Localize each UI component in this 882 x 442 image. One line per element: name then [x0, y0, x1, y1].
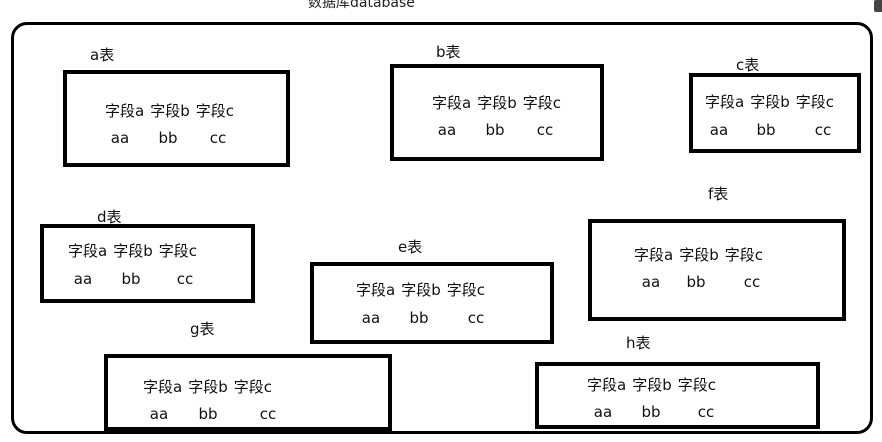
table-e-field-b: 字段b	[401, 281, 441, 299]
table-f-field-b: 字段b	[679, 246, 719, 264]
table-d-field-b: 字段b	[113, 242, 153, 260]
table-b-label: b表	[436, 43, 461, 61]
table-h-value-c: cc	[697, 403, 715, 421]
table-d-label: d表	[97, 208, 122, 226]
table-b-field-c: 字段c	[522, 94, 561, 112]
table-e-value-a: aa	[361, 309, 381, 327]
table-e-label: e表	[398, 238, 423, 256]
table-d-field-a: 字段a	[68, 242, 108, 260]
table-g-field-b: 字段b	[188, 378, 228, 396]
table-a-box: 字段a 字段b 字段c aa bb cc	[63, 70, 290, 167]
table-a-value-b: bb	[158, 129, 178, 147]
table-b-field-a: 字段a	[432, 94, 472, 112]
table-h-value-a: aa	[593, 403, 613, 421]
table-d-field-c: 字段c	[158, 242, 197, 260]
table-g-field-a: 字段a	[143, 378, 183, 396]
table-a-field-c: 字段c	[195, 102, 234, 120]
table-g-box: 字段a 字段b 字段c aa bb cc	[104, 354, 392, 431]
corner-glyph	[874, 0, 882, 12]
table-f-label: f表	[708, 185, 729, 203]
diagram-title: 数据库database	[308, 0, 415, 11]
table-g-field-c: 字段c	[233, 378, 272, 396]
table-f-field-c: 字段c	[724, 246, 763, 264]
table-a-field-a: 字段a	[105, 102, 145, 120]
table-b-value-b: bb	[485, 121, 505, 139]
table-c-label: c表	[736, 56, 760, 74]
table-d-value-a: aa	[73, 270, 93, 288]
table-c-field-a: 字段a	[705, 93, 745, 111]
table-c-value-a: aa	[709, 121, 729, 139]
table-c-value-b: bb	[756, 121, 776, 139]
table-d-box: 字段a 字段b 字段c aa bb cc	[40, 224, 255, 303]
table-a-label: a表	[90, 46, 115, 64]
table-b-value-c: cc	[536, 121, 554, 139]
table-h-field-a: 字段a	[587, 376, 627, 394]
table-a-value-a: aa	[110, 129, 130, 147]
table-d-value-c: cc	[176, 270, 194, 288]
table-h-label: h表	[626, 334, 651, 352]
table-f-box: 字段a 字段b 字段c aa bb cc	[588, 219, 846, 321]
table-g-value-c: cc	[259, 405, 277, 423]
table-e-box: 字段a 字段b 字段c aa bb cc	[310, 262, 554, 344]
table-f-value-b: bb	[686, 273, 706, 291]
table-g-value-b: bb	[198, 405, 218, 423]
table-e-value-b: bb	[409, 309, 429, 327]
table-f-value-c: cc	[743, 273, 761, 291]
table-f-value-a: aa	[641, 273, 661, 291]
table-e-field-c: 字段c	[446, 281, 485, 299]
table-c-box: 字段a 字段b 字段c aa bb cc	[689, 73, 861, 153]
table-g-value-a: aa	[149, 405, 169, 423]
table-h-field-c: 字段c	[677, 376, 716, 394]
table-b-field-b: 字段b	[477, 94, 517, 112]
table-e-value-c: cc	[467, 309, 485, 327]
table-f-field-a: 字段a	[634, 246, 674, 264]
table-d-value-b: bb	[121, 270, 141, 288]
table-a-field-b: 字段b	[150, 102, 190, 120]
table-c-value-c: cc	[814, 121, 832, 139]
table-h-field-b: 字段b	[632, 376, 672, 394]
table-b-box: 字段a 字段b 字段c aa bb cc	[390, 64, 604, 161]
table-b-value-a: aa	[437, 121, 457, 139]
database-container	[11, 22, 873, 434]
table-h-box: 字段a 字段b 字段c aa bb cc	[535, 362, 820, 429]
table-a-value-c: cc	[209, 129, 227, 147]
table-h-value-b: bb	[641, 403, 661, 421]
table-e-field-a: 字段a	[356, 281, 396, 299]
table-c-field-b: 字段b	[750, 93, 790, 111]
table-g-label: g表	[190, 320, 215, 338]
table-c-field-c: 字段c	[795, 93, 834, 111]
